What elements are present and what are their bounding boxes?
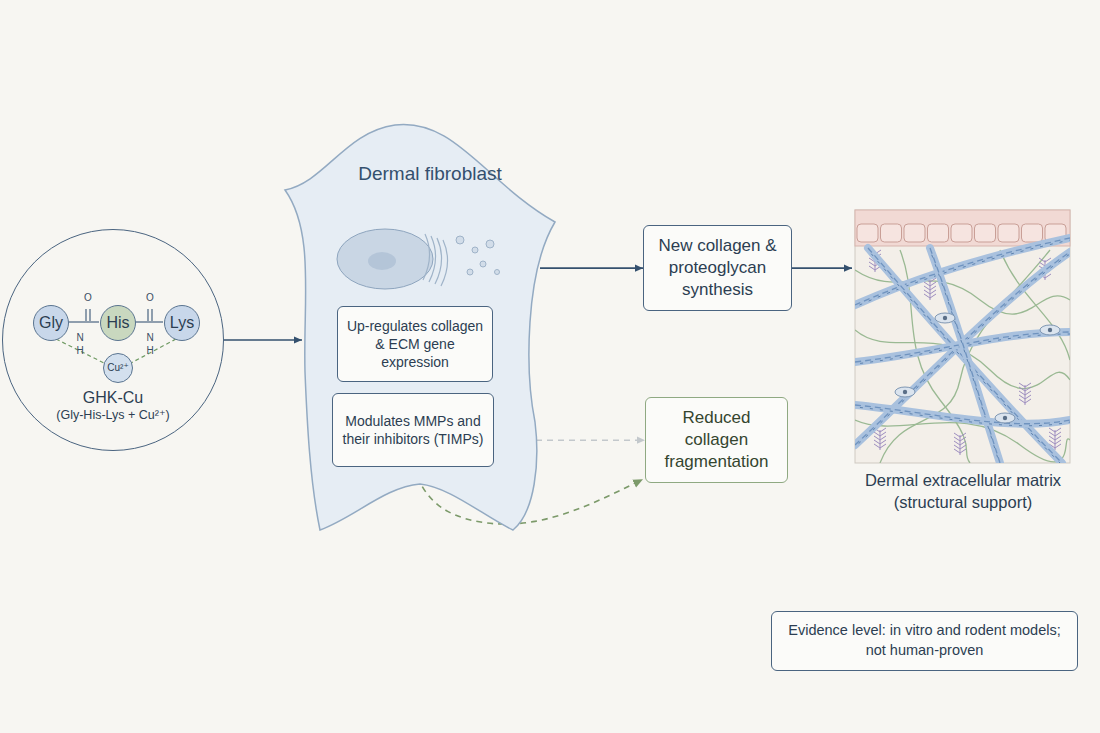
- epidermal-cell: [928, 224, 949, 242]
- epidermal-cell: [904, 224, 925, 242]
- amino-acid-bead: His: [100, 305, 136, 341]
- fibroblast-cell: [995, 413, 1015, 423]
- text-holder: His: [106, 313, 129, 332]
- node-text: Modulates MMPs and their inhibitors (TIM…: [341, 412, 485, 448]
- text-holder: Dermal fibroblast: [355, 162, 505, 187]
- epidermal-cell: [1022, 224, 1043, 242]
- text-holder: GHK-Cu(Gly-His-Lys + Cu²⁺): [3, 388, 223, 425]
- amino-acid-bead: Gly: [33, 305, 69, 341]
- text-holder: Cu²⁺: [107, 362, 128, 374]
- text-holder: Evidence level: in vitro and rodent mode…: [780, 621, 1069, 660]
- node-text: Reduced collagen fragmentation: [654, 407, 779, 473]
- fibroblast-cell: [935, 313, 955, 323]
- node-text: Evidence level: in vitro and rodent mode…: [780, 621, 1069, 660]
- molecule-circle: GHK-Cu(Gly-His-Lys + Cu²⁺) Gly His LysCu²⁺: [2, 229, 224, 451]
- atom-label: O: [146, 293, 154, 303]
- text-holder: Gly: [39, 313, 63, 332]
- proteoglycan: [874, 428, 886, 450]
- ecm-illustration: [855, 210, 1070, 465]
- outcome-box: Reduced collagen fragmentation: [645, 397, 788, 483]
- epidermal-cell: [881, 224, 902, 242]
- fibroblast-cell-shape: Dermal fibroblastUp-regulates collagen &…: [285, 122, 560, 534]
- node-text: GHK-Cu: [3, 388, 223, 407]
- atom-label: H: [76, 346, 83, 356]
- text-holder: Up-regulates collagen & ECM gene express…: [346, 317, 484, 372]
- node-text: New collagen & proteoglycan synthesis: [652, 235, 783, 301]
- atom-label: H: [146, 346, 153, 356]
- text-holder: New collagen & proteoglycan synthesis: [652, 235, 783, 301]
- text-holder: Modulates MMPs and their inhibitors (TIM…: [341, 412, 485, 448]
- fibroblast-cell: [895, 387, 915, 397]
- node-text: (Gly-His-Lys + Cu²⁺): [3, 407, 223, 425]
- node-text: His: [106, 313, 129, 332]
- node-text: Gly: [39, 313, 63, 332]
- text-holder: Reduced collagen fragmentation: [654, 407, 779, 473]
- note-box: Evidence level: in vitro and rodent mode…: [771, 611, 1078, 671]
- ecm-panel: Dermal extracellular matrix (structural …: [848, 208, 1078, 513]
- atom-label: N: [146, 333, 153, 343]
- node-text: Dermal extracellular matrix (structural …: [848, 470, 1078, 513]
- collagen-bundle: [930, 248, 1000, 463]
- outcome-box: New collagen & proteoglycan synthesis: [643, 225, 792, 311]
- fibroblast-cell: [1040, 325, 1060, 335]
- copper-ion: Cu²⁺: [103, 353, 133, 383]
- node-text: Dermal fibroblast: [355, 162, 505, 187]
- epidermal-cell: [998, 224, 1019, 242]
- connector-arrow: [536, 439, 645, 441]
- text-holder: Dermal extracellular matrix (structural …: [848, 470, 1078, 513]
- collagen-bundle: [855, 405, 1070, 426]
- connector-arrow: [224, 339, 302, 341]
- epidermal-cell: [857, 224, 878, 242]
- process-box: Up-regulates collagen & ECM gene express…: [337, 306, 493, 382]
- process-box: Modulates MMPs and their inhibitors (TIM…: [332, 393, 494, 467]
- node-text: Lys: [170, 313, 194, 332]
- epidermal-cell: [951, 224, 972, 242]
- text-holder: Lys: [170, 313, 194, 332]
- elastic-fiber: [1000, 250, 1070, 360]
- epidermal-cell: [975, 224, 996, 242]
- node-text: Cu²⁺: [107, 362, 128, 374]
- proteoglycan: [954, 433, 966, 455]
- connector-arrow: [540, 267, 643, 269]
- amino-acid-bead: Lys: [164, 305, 200, 341]
- proteoglycan: [1019, 383, 1031, 405]
- atom-label: N: [76, 333, 83, 343]
- connector-arrow: [792, 267, 852, 269]
- atom-label: O: [84, 293, 92, 303]
- node-text: Up-regulates collagen & ECM gene express…: [346, 317, 484, 372]
